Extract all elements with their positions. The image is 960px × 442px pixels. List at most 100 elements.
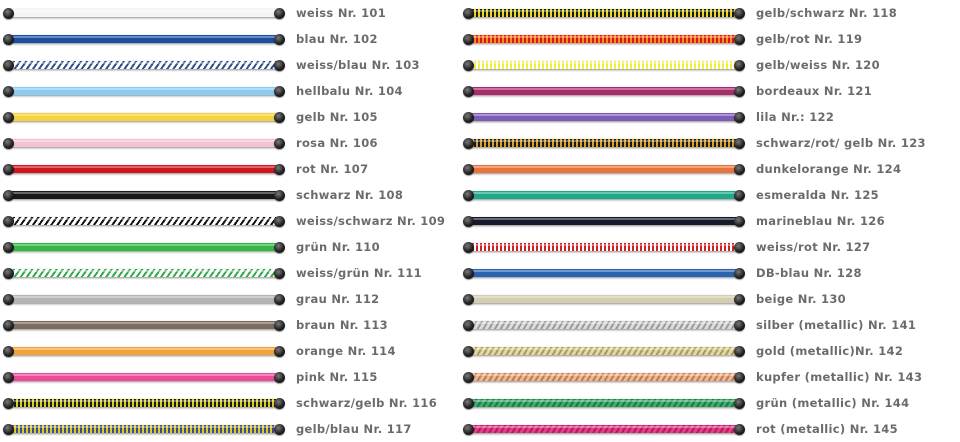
- cord-end-cap-right: [274, 423, 285, 435]
- cord-swatch: [463, 215, 745, 227]
- cord-swatch: [3, 345, 285, 357]
- cord-end-cap-right: [734, 85, 745, 97]
- swatch-label: pink Nr. 115: [296, 370, 378, 384]
- cord-end-cap-left: [3, 189, 14, 201]
- cord-end-cap-left: [3, 59, 14, 71]
- cord-end-cap-left: [463, 293, 474, 305]
- cord-end-cap-right: [274, 137, 285, 149]
- cord-end-cap-left: [3, 423, 14, 435]
- cord-end-cap-left: [463, 85, 474, 97]
- swatch-label: orange Nr. 114: [296, 344, 396, 358]
- swatch-label: rot (metallic) Nr. 145: [756, 422, 898, 436]
- swatch-label: beige Nr. 130: [756, 292, 846, 306]
- cord-end-cap-left: [3, 371, 14, 383]
- swatch-row: grün (metallic) Nr. 144: [463, 390, 926, 416]
- cord-swatch: [3, 189, 285, 201]
- swatch-row: hellbalu Nr. 104: [3, 78, 445, 104]
- swatch-row: esmeralda Nr. 125: [463, 182, 926, 208]
- cord-swatch: [463, 267, 745, 279]
- swatch-label: weiss/schwarz Nr. 109: [296, 214, 446, 228]
- cord-end-cap-right: [734, 293, 745, 305]
- swatch-label: gelb/rot Nr. 119: [756, 32, 863, 46]
- cord-end-cap-left: [3, 33, 14, 45]
- cord-end-cap-right: [734, 371, 745, 383]
- cord-end-cap-left: [463, 111, 474, 123]
- cord-end-cap-left: [463, 215, 474, 227]
- cord-swatch: [463, 59, 745, 71]
- cord-end-cap-left: [3, 7, 14, 19]
- swatch-row: grau Nr. 112: [3, 286, 445, 312]
- cord-swatch: [463, 293, 745, 305]
- cord-swatch: [463, 345, 745, 357]
- cord-end-cap-right: [274, 371, 285, 383]
- swatch-label: grün (metallic) Nr. 144: [756, 396, 910, 410]
- swatch-label: bordeaux Nr. 121: [756, 84, 873, 98]
- swatch-row: grün Nr. 110: [3, 234, 445, 260]
- cord-end-cap-left: [463, 371, 474, 383]
- swatch-label: gelb/schwarz Nr. 118: [756, 6, 898, 20]
- swatch-row: kupfer (metallic) Nr. 143: [463, 364, 926, 390]
- cord-swatch: [3, 215, 285, 227]
- swatch-label: rosa Nr. 106: [296, 136, 378, 150]
- cord-end-cap-right: [734, 33, 745, 45]
- cord-end-cap-left: [3, 397, 14, 409]
- swatch-row: weiss/rot Nr. 127: [463, 234, 926, 260]
- cord-end-cap-left: [3, 319, 14, 331]
- cord-swatch: [463, 137, 745, 149]
- cord-end-cap-left: [463, 241, 474, 253]
- swatch-row: gelb/blau Nr. 117: [3, 416, 445, 442]
- cord-swatch: [3, 423, 285, 435]
- cord-swatch: [463, 111, 745, 123]
- cord-swatch: [3, 33, 285, 45]
- cord-end-cap-right: [734, 319, 745, 331]
- swatch-row: weiss/grün Nr. 111: [3, 260, 445, 286]
- cord-swatch: [3, 137, 285, 149]
- cord-end-cap-left: [463, 397, 474, 409]
- cord-end-cap-right: [274, 111, 285, 123]
- swatch-label: dunkelorange Nr. 124: [756, 162, 902, 176]
- swatch-row: weiss/schwarz Nr. 109: [3, 208, 446, 234]
- swatch-row: schwarz/gelb Nr. 116: [3, 390, 445, 416]
- cord-end-cap-right: [274, 59, 285, 71]
- swatch-row: DB-blau Nr. 128: [463, 260, 926, 286]
- cord-end-cap-right: [734, 189, 745, 201]
- swatch-label: lila Nr.: 122: [756, 110, 835, 124]
- swatch-label: weiss/grün Nr. 111: [296, 266, 422, 280]
- swatch-row: gelb Nr. 105: [3, 104, 445, 130]
- cord-swatch: [3, 85, 285, 97]
- cord-swatch: [3, 371, 285, 383]
- cord-end-cap-right: [274, 7, 285, 19]
- swatch-label: schwarz Nr. 108: [296, 188, 404, 202]
- cord-end-cap-left: [3, 137, 14, 149]
- cord-swatch: [463, 33, 745, 45]
- cord-end-cap-left: [3, 163, 14, 175]
- swatch-row: pink Nr. 115: [3, 364, 445, 390]
- swatch-label: hellbalu Nr. 104: [296, 84, 403, 98]
- cord-end-cap-left: [463, 137, 474, 149]
- cord-end-cap-right: [274, 397, 285, 409]
- swatch-label: gelb/blau Nr. 117: [296, 422, 412, 436]
- cord-end-cap-right: [734, 267, 745, 279]
- cord-swatch: [3, 319, 285, 331]
- swatch-label: schwarz/rot/ gelb Nr. 123: [756, 136, 926, 150]
- swatch-label: grün Nr. 110: [296, 240, 380, 254]
- swatch-label: weiss/blau Nr. 103: [296, 58, 420, 72]
- cord-end-cap-left: [463, 189, 474, 201]
- cord-swatch: [463, 423, 745, 435]
- cord-end-cap-right: [274, 267, 285, 279]
- cord-end-cap-right: [274, 189, 285, 201]
- cord-swatch: [3, 267, 285, 279]
- cord-end-cap-right: [274, 319, 285, 331]
- swatch-row: weiss/blau Nr. 103: [3, 52, 445, 78]
- cord-swatch: [3, 59, 285, 71]
- cord-end-cap-right: [734, 241, 745, 253]
- cord-end-cap-left: [3, 293, 14, 305]
- swatch-row: schwarz/rot/ gelb Nr. 123: [463, 130, 926, 156]
- cord-swatch: [3, 241, 285, 253]
- cord-end-cap-right: [734, 423, 745, 435]
- cord-end-cap-right: [274, 293, 285, 305]
- cord-swatch: [463, 7, 745, 19]
- cord-end-cap-right: [734, 7, 745, 19]
- cord-swatch: [463, 85, 745, 97]
